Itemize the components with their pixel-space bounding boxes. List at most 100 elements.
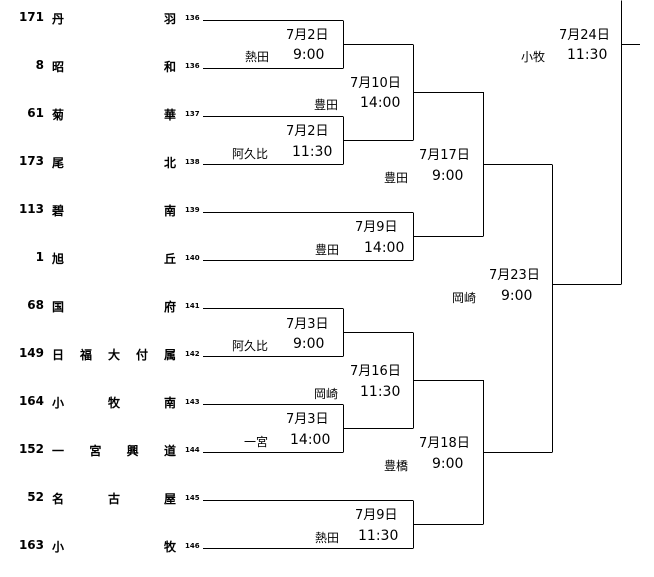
team-name-char: 府: [163, 300, 176, 314]
team-name-char: 宮: [89, 444, 102, 458]
team-name-char: 古: [107, 492, 120, 506]
team-seed: 149: [18, 346, 44, 360]
match-time: 14:00: [360, 95, 401, 111]
team-name-char: 羽: [163, 12, 176, 26]
team-name-char: 和: [163, 60, 176, 74]
team-name-char: 屋: [163, 492, 176, 506]
match-date: 7月24日: [559, 28, 610, 43]
team-number: 141: [185, 302, 200, 310]
team-name-char: 大: [107, 348, 120, 362]
team-name-char: 碧: [52, 204, 65, 218]
team-name-char: 北: [163, 156, 176, 170]
team-seed: 163: [18, 538, 44, 552]
match-time: 9:00: [432, 456, 464, 472]
team-name: 旭丘: [52, 250, 176, 267]
team-name-char: 昭: [52, 60, 65, 74]
team-seed: 164: [18, 394, 44, 408]
team-name-char: 旭: [52, 252, 65, 266]
team-name-char: 一: [52, 444, 65, 458]
team-name: 小牧: [52, 538, 176, 555]
team-name-char: 丹: [52, 12, 65, 26]
team-name: 昭和: [52, 58, 176, 75]
team-name: 一宮興道: [52, 442, 176, 459]
match-date: 7月9日: [355, 508, 398, 523]
team-seed: 173: [18, 154, 44, 168]
team-name-char: 道: [163, 444, 176, 458]
match-venue: 豊橋: [384, 459, 409, 473]
team-number: 137: [185, 110, 200, 118]
team-seed: 52: [27, 490, 44, 504]
match-venue: 熱田: [315, 531, 340, 545]
team-seed: 8: [35, 58, 44, 72]
team-seed: 1: [35, 250, 44, 264]
match-time: 9:00: [293, 47, 325, 63]
team-name-char: 付: [135, 348, 148, 362]
team-seed: 113: [18, 202, 44, 216]
match-date: 7月3日: [286, 412, 329, 427]
team-number: 142: [185, 350, 200, 358]
team-name: 日福 大 付 属: [52, 346, 176, 363]
match-venue: 豊田: [315, 243, 340, 257]
match-time: 9:00: [501, 288, 533, 304]
match-time: 14:00: [364, 240, 405, 256]
match-venue: 阿久比: [232, 147, 269, 161]
match-time: 9:00: [293, 336, 325, 352]
team-name-char: 南: [163, 204, 176, 218]
team-name-char: 小: [52, 540, 65, 554]
team-name-char: 名: [52, 492, 65, 506]
match-date: 7月23日: [489, 268, 540, 283]
team-number: 146: [185, 542, 200, 550]
team-name: 名古屋: [52, 490, 176, 507]
match-venue: 小牧: [521, 50, 546, 64]
match-time: 9:00: [432, 168, 464, 184]
match-venue: 一宮: [244, 435, 269, 449]
match-venue: 熱田: [245, 50, 270, 64]
team-name-char: 興: [126, 444, 139, 458]
match-date: 7月3日: [286, 317, 329, 332]
team-number: 139: [185, 206, 200, 214]
match-time: 11:30: [358, 528, 399, 544]
match-venue: 阿久比: [232, 339, 269, 353]
match-time: 11:30: [567, 47, 608, 63]
team-name-char: 福: [79, 348, 92, 362]
team-name-char: 丘: [163, 252, 176, 266]
team-name-char: 尾: [52, 156, 65, 170]
match-venue: 岡崎: [314, 387, 339, 401]
team-number: 143: [185, 398, 200, 406]
team-name-char: 菊: [52, 108, 65, 122]
team-name-char: 小: [52, 396, 65, 410]
match-venue: 豊田: [314, 98, 339, 112]
team-name: 丹羽: [52, 10, 176, 27]
match-date: 7月18日: [419, 436, 470, 451]
team-name-char: 日: [52, 348, 65, 362]
team-number: 138: [185, 158, 200, 166]
team-number: 140: [185, 254, 200, 262]
team-name: 国府: [52, 298, 176, 315]
team-seed: 171: [18, 10, 44, 24]
match-date: 7月2日: [286, 124, 329, 139]
match-venue: 豊田: [384, 171, 409, 185]
team-name-char: 国: [52, 300, 65, 314]
match-date: 7月17日: [419, 148, 470, 163]
team-name: 菊華: [52, 106, 176, 123]
team-name-char: 南: [163, 396, 176, 410]
team-seed: 152: [18, 442, 44, 456]
team-name: 小牧南: [52, 394, 176, 411]
team-number: 144: [185, 446, 200, 454]
match-date: 7月10日: [350, 76, 401, 91]
match-date: 7月16日: [350, 364, 401, 379]
team-name-char: 華: [163, 108, 176, 122]
team-name-char: 牧: [107, 396, 120, 410]
match-venue: 岡崎: [452, 291, 477, 305]
team-seed: 68: [27, 298, 44, 312]
team-number: 145: [185, 494, 200, 502]
team-number: 136: [185, 62, 200, 70]
team-seed: 61: [27, 106, 44, 120]
team-number: 136: [185, 14, 200, 22]
team-name: 尾北: [52, 154, 176, 171]
match-date: 7月9日: [355, 220, 398, 235]
team-name: 碧南: [52, 202, 176, 219]
team-name-char: 属: [163, 348, 176, 362]
match-time: 14:00: [290, 432, 331, 448]
